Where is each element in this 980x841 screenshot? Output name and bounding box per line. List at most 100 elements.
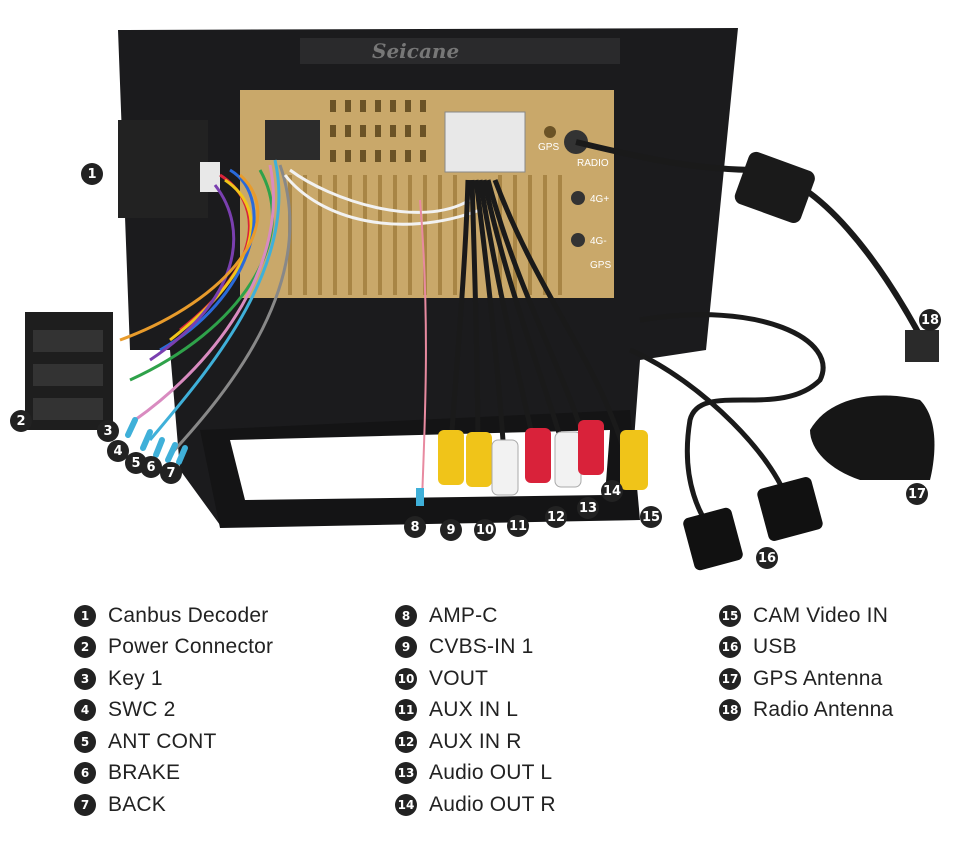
legend-item: 4 SWC 2 (74, 695, 273, 727)
callout-4: 4 (107, 440, 129, 462)
gps-antenna (810, 395, 935, 480)
legend-item: 10 VOUT (395, 663, 556, 695)
callout-9: 9 (440, 519, 462, 541)
callout-6: 6 (140, 456, 162, 478)
legend-number: 6 (74, 762, 96, 785)
legend-number: 13 (395, 762, 417, 785)
bezel-top-strip (300, 38, 620, 64)
4g-plus-port (571, 191, 585, 205)
4g-minus-port (571, 233, 585, 247)
legend-number: 12 (395, 730, 417, 753)
legend-number: 17 (719, 667, 741, 690)
legend-item: 2 Power Connector (74, 632, 273, 664)
port-label-4g-minus: 4G- (590, 236, 607, 247)
legend-number: 1 (74, 604, 96, 627)
legend-item: 1 Canbus Decoder (74, 600, 273, 632)
legend-column-3: 15 CAM Video IN 16 USB 17 GPS Antenna 18 Rad… (719, 600, 893, 726)
legend-number: 9 (395, 636, 417, 659)
legend-column-2: 8 AMP-C 9 CVBS-IN 1 10 VOUT 11 AUX IN L 12 AU… (395, 600, 556, 821)
callout-16: 16 (756, 547, 778, 569)
legend-item: 17 GPS Antenna (719, 663, 893, 695)
decoder-plug (200, 162, 220, 192)
callout-12: 12 (545, 506, 567, 528)
legend-item: 6 BRAKE (74, 758, 273, 790)
legend-item: 3 Key 1 (74, 663, 273, 695)
legend-number: 10 (395, 667, 417, 690)
legend-number: 2 (74, 636, 96, 659)
legend-label: GPS Antenna (753, 666, 883, 690)
legend-item: 8 AMP-C (395, 600, 556, 632)
gps-port (544, 126, 556, 138)
legend-item: 16 USB (719, 632, 893, 664)
legend-item: 12 AUX IN R (395, 726, 556, 758)
legend-item: 13 Audio OUT L (395, 758, 556, 790)
legend-item: 14 Audio OUT R (395, 789, 556, 821)
legend-number: 8 (395, 604, 417, 627)
legend-label: USB (753, 635, 797, 659)
legend-item: 18 Radio Antenna (719, 695, 893, 727)
legend-label: Radio Antenna (753, 698, 894, 722)
legend-item: 15 CAM Video IN (719, 600, 893, 632)
rca-plugs (416, 420, 648, 506)
callout-13: 13 (577, 497, 599, 519)
canbus-decoder (118, 120, 208, 218)
port-label-gps-2: GPS (590, 260, 611, 271)
legend-label: Audio OUT R (429, 792, 556, 816)
callout-14: 14 (601, 480, 623, 502)
legend-label: CVBS-IN 1 (429, 635, 534, 659)
port-label-radio: RADIO (577, 158, 609, 169)
callout-18: 18 (919, 309, 941, 331)
chassis-vents (330, 100, 426, 162)
legend-label: CAM Video IN (753, 603, 889, 627)
legend-number: 18 (719, 699, 741, 722)
legend-number: 4 (74, 699, 96, 722)
usb-connector-1 (683, 507, 743, 571)
legend-label: ANT CONT (108, 729, 217, 753)
brand-watermark: Seicane (372, 39, 459, 63)
legend-label: VOUT (429, 666, 489, 690)
legend-item: 9 CVBS-IN 1 (395, 632, 556, 664)
callout-17: 17 (906, 483, 928, 505)
legend-label: Canbus Decoder (108, 603, 269, 627)
legend-number: 16 (719, 636, 741, 659)
legend-label: BACK (108, 792, 166, 816)
legend-label: Audio OUT L (429, 761, 553, 785)
product-photo: Seicane GPS RADIO 4G+ 4G- GPS (25, 28, 939, 571)
legend-label: Key 1 (108, 666, 163, 690)
legend-number: 11 (395, 699, 417, 722)
callout-7: 7 (160, 462, 182, 484)
callout-3: 3 (97, 420, 119, 442)
callout-2: 2 (10, 410, 32, 432)
main-harness-socket (265, 120, 320, 160)
callout-10: 10 (474, 519, 496, 541)
wire-harness (119, 159, 481, 457)
legend-number: 15 (719, 604, 741, 627)
legend-number: 14 (395, 793, 417, 816)
legend-label: SWC 2 (108, 698, 176, 722)
wire-tips (125, 417, 188, 465)
legend-item: 7 BACK (74, 789, 273, 821)
legend-number: 5 (74, 730, 96, 753)
legend-number: 3 (74, 667, 96, 690)
callout-15: 15 (640, 506, 662, 528)
chassis-fins (288, 175, 562, 295)
callout-1: 1 (81, 163, 103, 185)
port-label-gps: GPS (538, 142, 559, 153)
callout-11: 11 (507, 515, 529, 537)
legend-label: AUX IN R (429, 729, 522, 753)
legend-label: AMP-C (429, 603, 498, 627)
legend-item: 11 AUX IN L (395, 695, 556, 727)
callout-8: 8 (404, 516, 426, 538)
legend-label: AUX IN L (429, 698, 519, 722)
legend-label: Power Connector (108, 635, 274, 659)
usb-connector-2 (757, 477, 823, 541)
port-label-4g-plus: 4G+ (590, 194, 609, 205)
legend-number: 7 (74, 793, 96, 816)
radio-antenna-plug (905, 330, 939, 362)
antenna-adapter (734, 151, 815, 224)
av-socket (444, 111, 526, 173)
legend-item: 5 ANT CONT (74, 726, 273, 758)
legend-label: BRAKE (108, 761, 181, 785)
